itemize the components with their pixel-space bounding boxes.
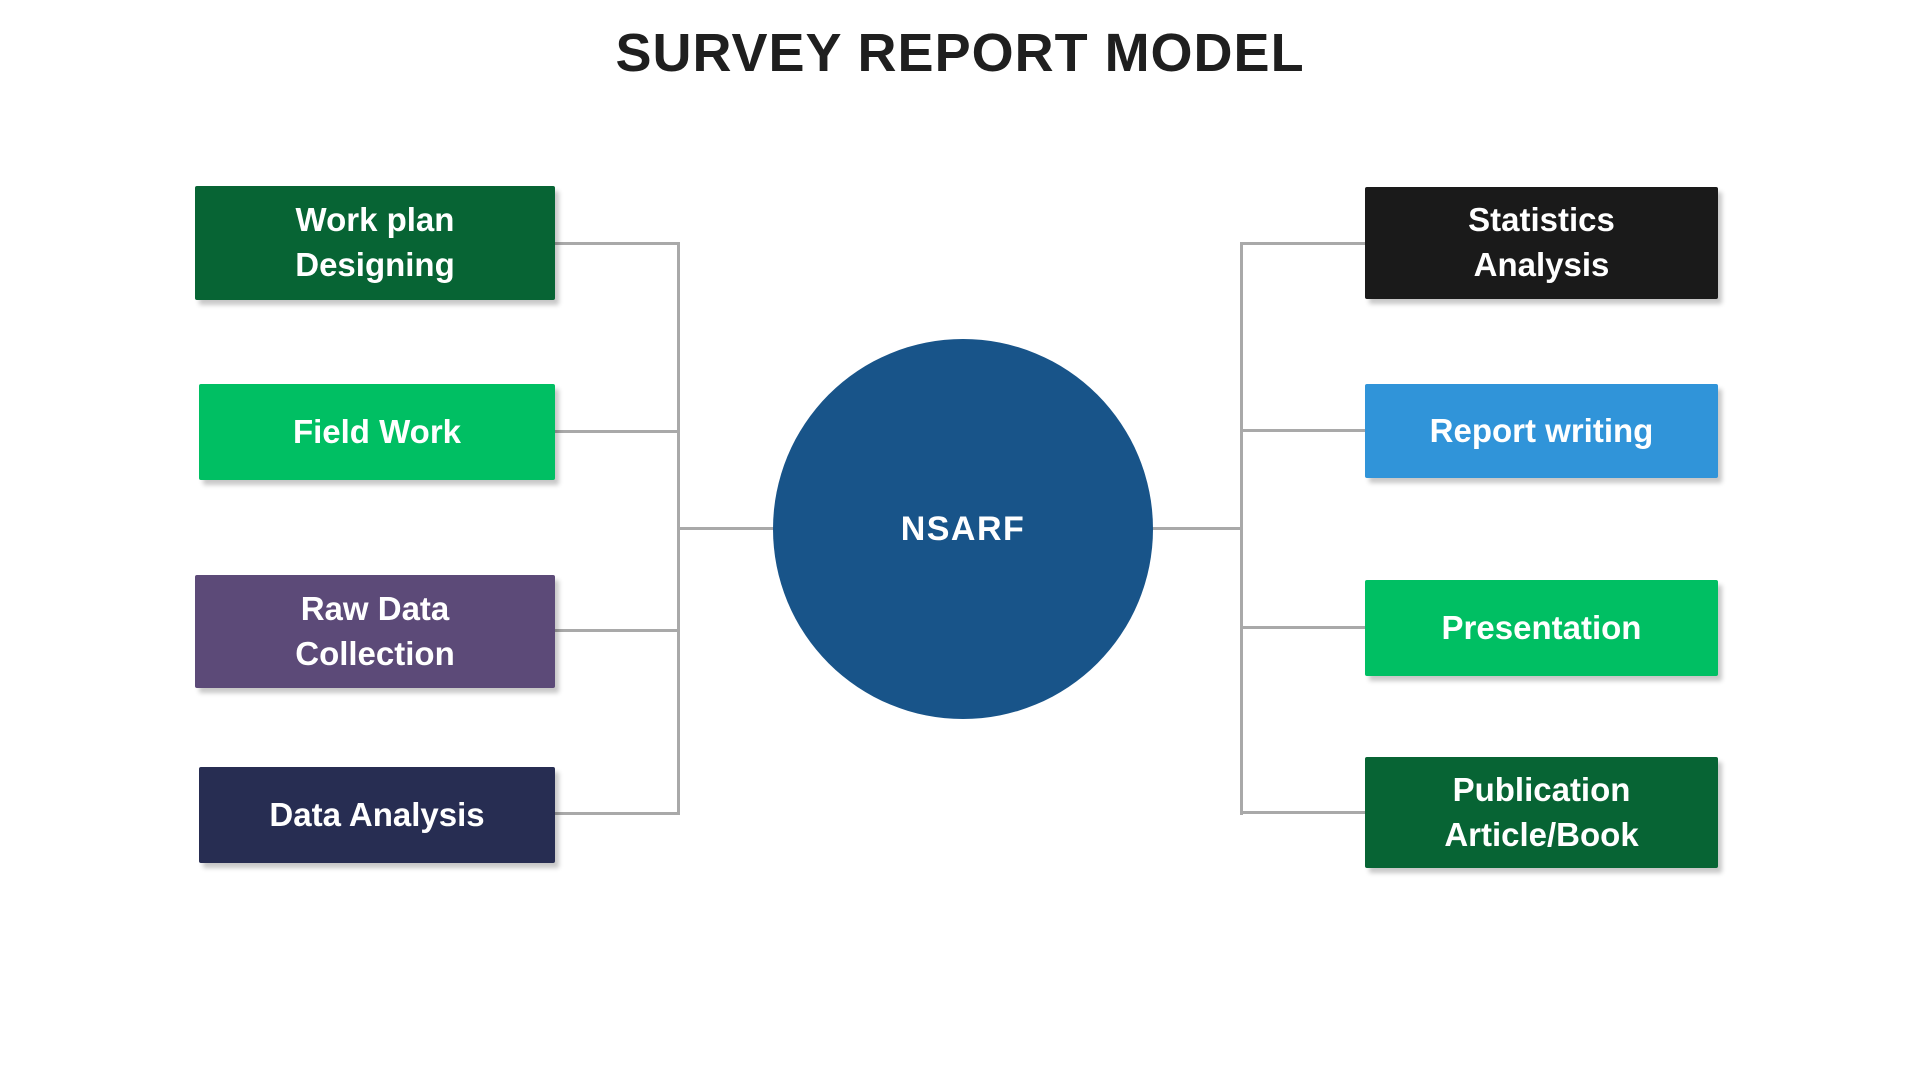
connector-right-center	[1130, 527, 1243, 530]
connector-left-stub-3	[553, 629, 679, 632]
page-title: SURVEY REPORT MODEL	[615, 23, 1305, 83]
node-label-line: Report writing	[1429, 411, 1654, 449]
node-report-writing: Report writing	[1365, 384, 1718, 478]
node-label-line: Statistics	[1468, 201, 1615, 239]
connector-right-stub-3	[1243, 626, 1365, 629]
node-label-line: Data Analysis	[269, 795, 485, 833]
node-label-line: Designing	[295, 246, 455, 283]
node-data-analysis: Data Analysis	[199, 767, 555, 863]
center-node-nsarf: NSARF	[773, 339, 1153, 719]
connector-left-stub-2	[553, 430, 679, 433]
connector-left-center	[677, 527, 793, 530]
connector-left-stub-4	[553, 812, 679, 815]
node-label-line: Presentation	[1441, 608, 1642, 646]
connector-right-stub-2	[1243, 429, 1365, 432]
node-label-line: Work plan	[295, 201, 455, 239]
node-label-line: Collection	[295, 634, 455, 672]
node-work-plan-designing: Work plan Designing	[195, 186, 555, 300]
node-raw-data-collection: Raw Data Collection	[195, 575, 555, 688]
node-presentation: Presentation	[1365, 580, 1718, 676]
node-label-line: Publication	[1452, 770, 1631, 808]
connector-right-stub-1	[1243, 242, 1365, 245]
connector-right-stub-4	[1243, 811, 1365, 814]
node-publication-article-book: Publication Article/Book	[1365, 757, 1718, 868]
center-node-label: NSARF	[900, 509, 1026, 548]
node-label-line: Article/Book	[1444, 815, 1639, 853]
node-field-work: Field Work	[199, 384, 555, 480]
node-label-line: Raw Data	[300, 589, 450, 627]
connector-left-stub-1	[553, 242, 679, 245]
node-label-line: Field Work	[292, 412, 462, 450]
node-label-line: Analysis	[1473, 246, 1610, 283]
node-statistics-analysis: Statistics Analysis	[1365, 187, 1718, 299]
